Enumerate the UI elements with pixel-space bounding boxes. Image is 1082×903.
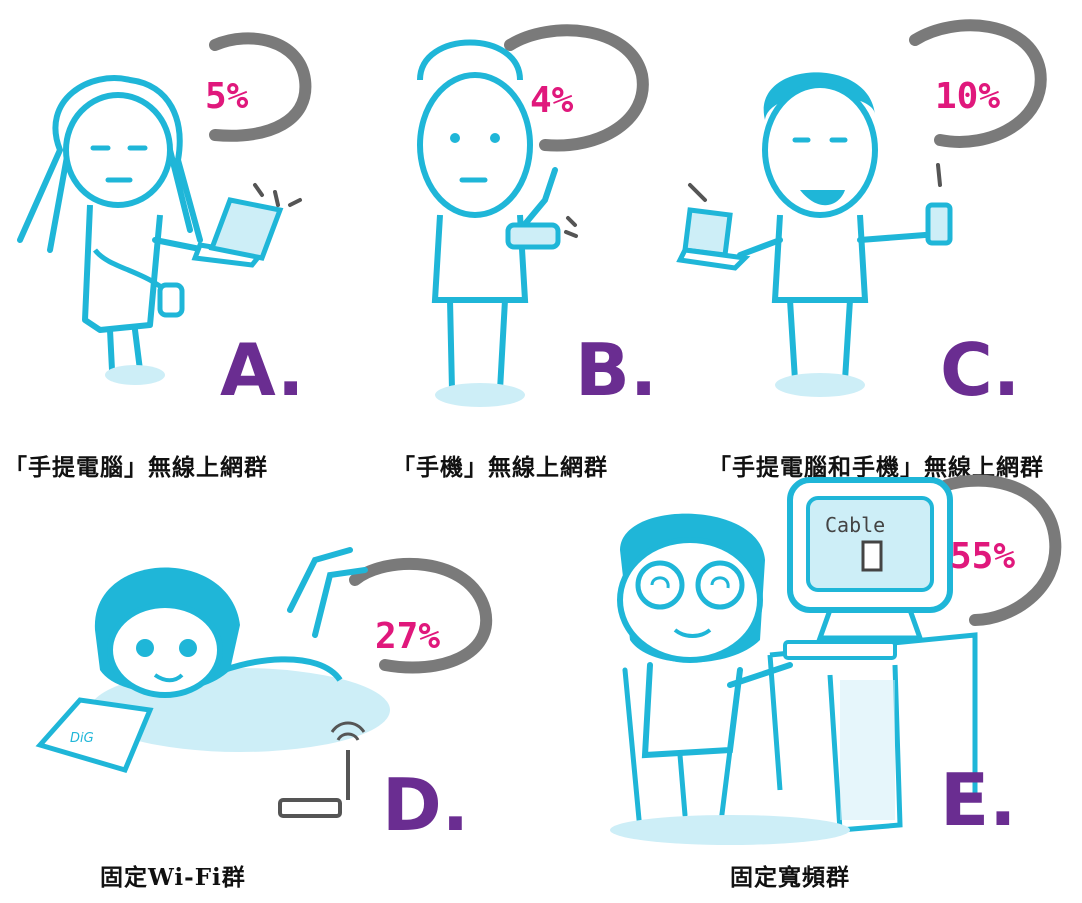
phone-icon (925, 202, 953, 246)
group-d-percent: 27% (375, 616, 440, 657)
group-b-percent: 4% (530, 80, 574, 121)
man-with-phone-illustration: 4% B. (417, 24, 657, 412)
man-with-laptop-and-phone-illustration: 10% C. (676, 19, 1047, 412)
group-a-caption: 「手提電腦」無線上網群 (4, 454, 268, 481)
group-e-caption: 固定寬頻群 (730, 864, 850, 891)
boy-at-desktop-computer-illustration: Cable 55% E. (610, 474, 1062, 845)
monitor-cable-label: Cable (825, 513, 885, 537)
woman-with-laptop-illustration: 5% A. (17, 32, 312, 412)
laptop-icon (191, 197, 284, 268)
speech-bubble-arc (929, 474, 1062, 626)
speech-bubble-arc (349, 557, 493, 674)
laptop-icon (676, 207, 751, 271)
group-a-percent: 5% (205, 76, 249, 117)
group-e-letter: E. (940, 758, 1017, 842)
group-c-panel: 10% C. (670, 0, 1082, 420)
speech-bubble-arc (909, 19, 1047, 148)
group-a-letter: A. (220, 328, 304, 412)
group-e-panel: Cable 55% E. (580, 470, 1082, 850)
group-a-panel: 5% A. (0, 0, 350, 420)
phone-icon (505, 222, 561, 250)
group-d-panel: 27% DiG D. (0, 470, 520, 850)
laptop-icon: DiG (35, 697, 154, 774)
group-d-letter: D. (382, 763, 469, 847)
group-d-caption: 固定Wi-Fi群 (100, 864, 246, 891)
desktop-monitor-icon: Cable (787, 477, 953, 641)
group-b-panel: 4% B. (380, 0, 710, 420)
group-e-percent: 55% (950, 536, 1015, 577)
group-b-letter: B. (575, 328, 657, 412)
wifi-router-icon (278, 721, 366, 818)
speech-bubble-arc (209, 32, 312, 142)
group-b-caption: 「手機」無線上網群 (392, 454, 608, 481)
group-c-percent: 10% (935, 76, 1000, 117)
speech-bubble-arc (504, 24, 649, 152)
group-c-letter: C. (940, 328, 1020, 412)
girl-with-laptop-and-router-illustration: 27% DiG D. (35, 547, 493, 847)
laptop-brand-label: DiG (70, 731, 94, 746)
